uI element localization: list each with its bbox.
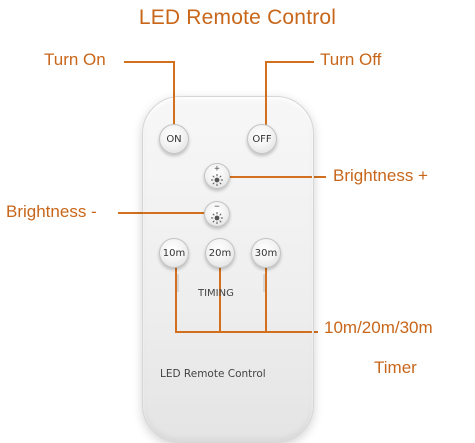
callout-timer-values: 10m/20m/30m xyxy=(324,318,433,337)
sun-icon xyxy=(211,174,223,186)
diagram-title: LED Remote Control xyxy=(138,6,337,29)
off-button-label: OFF xyxy=(252,133,272,145)
timing-label: TIMING xyxy=(198,288,234,299)
callout-timer: Timer xyxy=(374,358,417,377)
plus-symbol: + xyxy=(214,164,220,174)
remote-brand-label: LED Remote Control xyxy=(160,368,266,380)
brightness-down-button[interactable]: − xyxy=(204,201,230,227)
callout-brightness-down: Brightness - xyxy=(6,202,97,221)
on-button[interactable]: ON xyxy=(159,124,189,154)
timer-10m-label: 10m xyxy=(162,247,186,259)
timer-20m-label: 20m xyxy=(208,247,232,259)
on-button-label: ON xyxy=(166,133,182,145)
timer-20m-button[interactable]: 20m xyxy=(205,238,235,268)
sun-icon xyxy=(211,212,223,224)
minus-symbol: − xyxy=(214,202,220,212)
off-button[interactable]: OFF xyxy=(247,124,277,154)
callout-turn-off: Turn Off xyxy=(320,50,382,69)
timer-30m-label: 30m xyxy=(254,247,278,259)
brightness-up-button[interactable]: + xyxy=(204,163,230,189)
timer-10m-button[interactable]: 10m xyxy=(159,238,189,268)
callout-turn-on: Turn On xyxy=(44,50,106,69)
timer-30m-button[interactable]: 30m xyxy=(251,238,281,268)
callout-brightness-up: Brightness + xyxy=(333,166,428,185)
